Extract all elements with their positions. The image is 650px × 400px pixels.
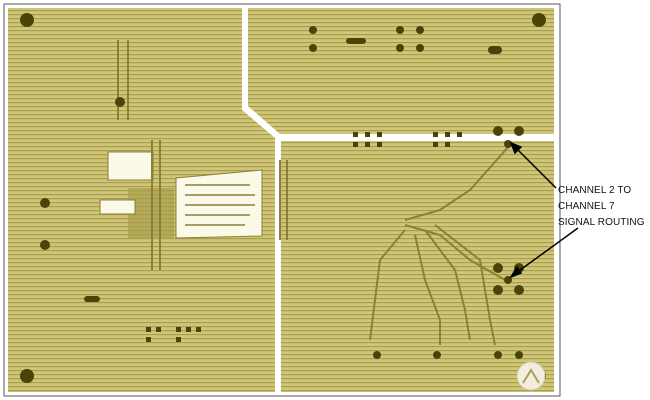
callout-line-3: SIGNAL ROUTING bbox=[558, 217, 645, 228]
channel-routing-callout: CHANNEL 2 TO CHANNEL 7 SIGNAL ROUTING bbox=[558, 183, 650, 231]
annotation-arrows bbox=[509, 141, 579, 279]
ic-footprint bbox=[99, 151, 263, 239]
callout-line-2: CHANNEL 7 bbox=[558, 201, 615, 212]
copper-pour-bottom-right bbox=[281, 141, 554, 392]
signal-traces bbox=[117, 40, 511, 346]
copper-pour-top-right bbox=[248, 8, 554, 134]
callout-line-1: CHANNEL 2 TO bbox=[558, 185, 632, 196]
watermark-logo bbox=[516, 361, 546, 391]
